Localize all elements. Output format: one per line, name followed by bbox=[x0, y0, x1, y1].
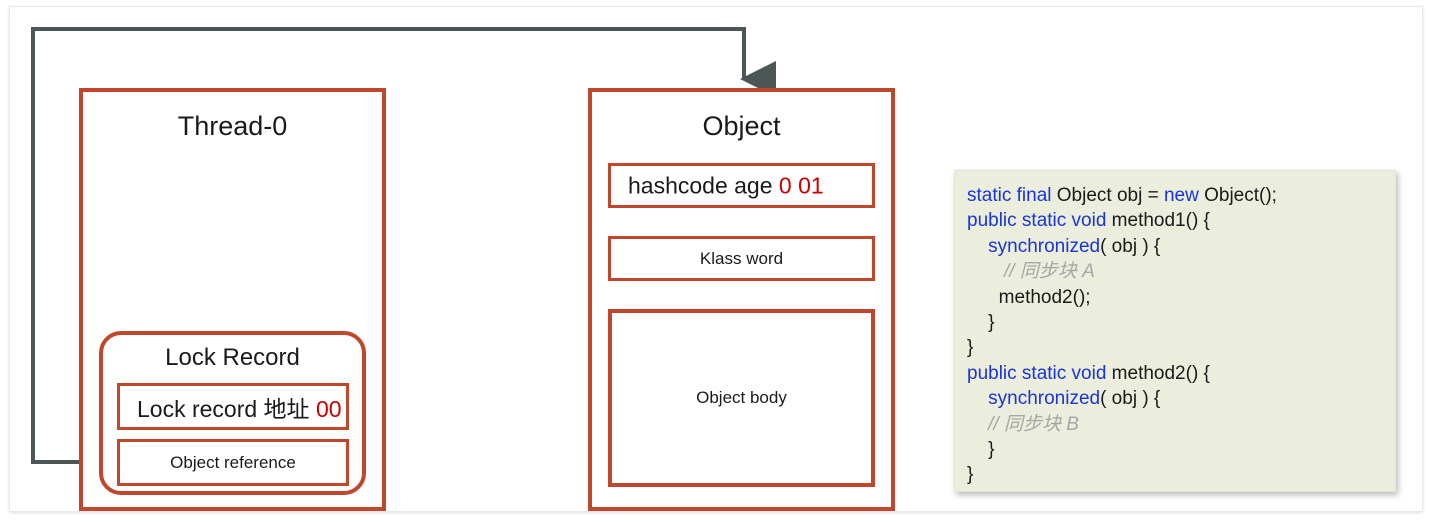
code-text bbox=[967, 236, 988, 257]
object-markword-text: hashcode age 0 01 bbox=[611, 172, 872, 199]
code-keyword: public static void bbox=[967, 210, 1107, 232]
code-keyword: new bbox=[1163, 185, 1199, 206]
object-body-row: Object body bbox=[608, 309, 875, 487]
object-box-title: Object bbox=[702, 111, 781, 141]
code-keyword: public static void bbox=[967, 362, 1107, 384]
code-line: public static void method1() { bbox=[967, 208, 1395, 233]
code-snippet-body: static final Object obj = new Object();p… bbox=[967, 183, 1395, 488]
code-line: // 同步块 B bbox=[967, 412, 1395, 437]
lock-record-address-label: Lock record 地址 bbox=[137, 395, 316, 422]
code-line: } bbox=[967, 437, 1395, 462]
code-keyword: static final bbox=[967, 185, 1052, 206]
code-text: ( obj ) { bbox=[1100, 235, 1161, 257]
lock-record-title: Lock Record bbox=[165, 344, 300, 371]
code-line: } bbox=[967, 462, 1395, 487]
object-header-markword-row: hashcode age 0 01 bbox=[608, 163, 875, 208]
lock-record-address-row: Lock record 地址 00 bbox=[117, 383, 349, 430]
object-reference-row: Object reference bbox=[117, 439, 349, 486]
code-comment: // 同步块 B bbox=[967, 413, 1079, 435]
lock-record-address-value: 00 bbox=[315, 395, 342, 422]
object-klass-word-label: Klass word bbox=[699, 248, 784, 268]
code-line: static final Object obj = new Object(); bbox=[967, 183, 1395, 208]
code-comment: // 同步块 A bbox=[967, 261, 1095, 283]
object-markword-value: 0 01 bbox=[778, 172, 824, 198]
code-line: synchronized( obj ) { bbox=[967, 386, 1395, 411]
code-line: } bbox=[967, 335, 1395, 360]
code-line: public static void method2() { bbox=[967, 361, 1395, 386]
object-markword-label: hashcode age bbox=[628, 172, 779, 198]
code-text: } bbox=[967, 337, 974, 359]
thread-box-title: Thread-0 bbox=[177, 111, 288, 141]
code-text: } bbox=[967, 464, 974, 486]
code-keyword: synchronized bbox=[988, 388, 1101, 410]
code-text: } bbox=[967, 439, 995, 461]
code-text: Object(); bbox=[1198, 185, 1277, 206]
object-klass-word-row: Klass word bbox=[608, 236, 875, 281]
code-line: synchronized( obj ) { bbox=[967, 234, 1395, 259]
code-text: ( obj ) { bbox=[1100, 388, 1161, 410]
code-text: Object obj = bbox=[1051, 185, 1164, 206]
code-text: method2(); bbox=[967, 286, 1091, 308]
code-line: // 同步块 A bbox=[967, 259, 1395, 284]
code-line: method2(); bbox=[967, 285, 1395, 310]
code-text bbox=[967, 388, 988, 409]
code-snippet-panel: static final Object obj = new Object();p… bbox=[954, 170, 1396, 492]
code-text: } bbox=[967, 312, 995, 334]
code-text: method2() { bbox=[1106, 362, 1210, 384]
code-line: } bbox=[967, 310, 1395, 335]
code-text: method1() { bbox=[1106, 210, 1210, 232]
code-keyword: synchronized bbox=[988, 235, 1101, 257]
object-reference-label: Object reference bbox=[170, 452, 296, 472]
lock-record-address-text: Lock record 地址 00 bbox=[120, 390, 346, 424]
object-body-label: Object body bbox=[696, 388, 787, 407]
